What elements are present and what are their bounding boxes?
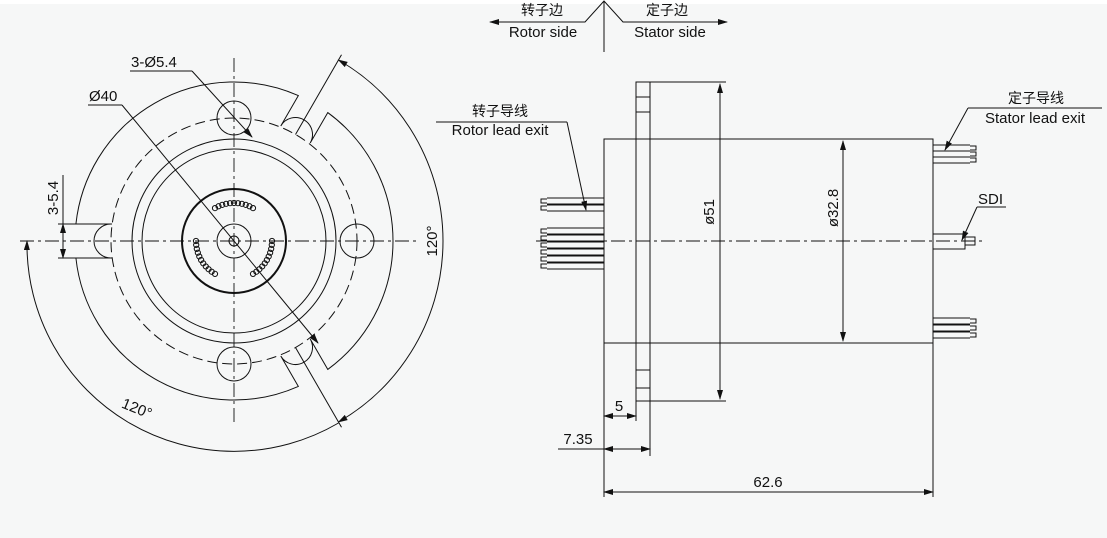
brush-contact [263, 256, 271, 264]
wire-terminal [540, 228, 547, 234]
brush-contact [222, 200, 230, 207]
wire-terminal [970, 157, 977, 163]
wire-terminal [970, 145, 977, 151]
wire-terminal [540, 263, 547, 269]
stator-side-en: Stator side [634, 24, 706, 41]
brush-contact [193, 245, 200, 253]
brush-contact [226, 200, 234, 207]
angle-arc-right [337, 59, 444, 423]
body-diameter-label: ø32.8 [825, 189, 842, 227]
brush-contact [219, 201, 226, 208]
brush-contact [196, 253, 203, 260]
front-view [20, 54, 444, 452]
brush-contact [234, 200, 242, 207]
brush-contact [242, 201, 249, 208]
flange-outline [75, 81, 394, 401]
brush-contact [211, 204, 219, 212]
wire-terminal [970, 318, 977, 324]
brush-contact [194, 249, 201, 256]
wire-terminal [540, 205, 547, 211]
brush-contact [211, 270, 219, 278]
rotor-side-en: Rotor side [509, 24, 577, 41]
brush-contact [265, 253, 272, 260]
angle-arc-bottom [23, 240, 339, 452]
brush-contact [249, 204, 257, 212]
flange-diameter-label: ø51 [701, 199, 718, 225]
wire-terminal [540, 198, 547, 204]
angle-bottom-label: 120° [119, 395, 154, 422]
dim-flange-thickness: 5 [615, 398, 623, 415]
angle-right-label: 120° [424, 225, 441, 256]
holes-label: 3-Ø5.4 [131, 54, 177, 71]
brush-contact [230, 199, 238, 207]
wire-terminal [540, 249, 547, 255]
rotor-lead-cn: 转子导线 [472, 104, 528, 120]
wire-terminal [970, 151, 977, 157]
dim-total-length: 62.6 [753, 474, 782, 491]
stator-lead-en: Stator lead exit [985, 110, 1086, 127]
wire-terminal [970, 332, 977, 338]
brush-contact [268, 237, 276, 245]
angle-extension-line [295, 54, 342, 135]
wire-terminal [540, 242, 547, 248]
sdi-connector [933, 233, 976, 250]
slot-label: 3-5.4 [45, 181, 62, 215]
sdi-label: SDI [978, 191, 1003, 208]
rotor-side-cn: 转子边 [521, 3, 563, 19]
dim-flange-offset: 7.35 [563, 431, 592, 448]
brush-contact [268, 245, 275, 253]
brush-contact [215, 203, 222, 210]
brush-contact [192, 237, 200, 245]
brush-contact [238, 200, 246, 207]
wire-terminal [970, 325, 977, 331]
diameter-label: Ø40 [89, 88, 117, 105]
front-view-labels: 3-Ø5.4 Ø40 3-5.4 120° 120° [45, 54, 441, 423]
stator-side-cn: 定子边 [646, 3, 688, 19]
side-indicator: 转子边 Rotor side 定子边 Stator side [489, 0, 728, 52]
stator-lead-cn: 定子导线 [1008, 91, 1064, 107]
side-view: ø51 ø32.8 5 7.35 62.6 转子导线 Rotor lead ex… [436, 81, 1102, 497]
brush-contact [246, 203, 253, 210]
rotor-lead-en: Rotor lead exit [452, 122, 550, 139]
angle-extension-line [295, 347, 342, 428]
brush-contact [193, 241, 200, 249]
brush-contact [268, 241, 275, 249]
flange-outline [635, 81, 651, 402]
lead-wires [540, 144, 977, 339]
wire-terminal [540, 235, 547, 241]
wire-terminal [540, 256, 547, 262]
brush-contact [267, 249, 274, 256]
